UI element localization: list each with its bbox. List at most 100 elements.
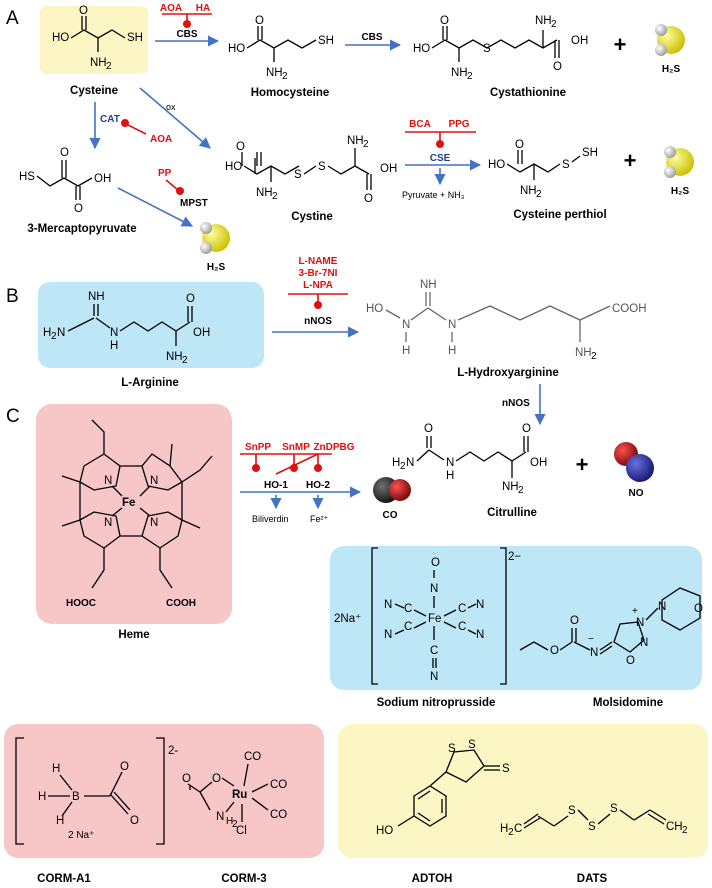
molsidomine-structure: O O N − N + N O N O [519,587,703,667]
svg-text:O: O [212,773,221,785]
heme-box [36,404,232,624]
svg-text:H: H [110,340,118,352]
cysteine-box [40,6,148,74]
svg-text:O: O [79,5,88,17]
svg-text:NH: NH [256,187,273,199]
svg-text:HO: HO [376,825,393,837]
pyruvate-label: Pyruvate + NH₃ [402,190,465,200]
svg-text:2: 2 [536,189,542,200]
svg-text:C: C [514,823,522,835]
svg-text:H: H [43,327,51,339]
two-sodium-label: 2Na⁺ [334,613,361,625]
svg-text:S: S [318,161,326,173]
svg-text:HO: HO [488,159,505,171]
svg-text:CH: CH [666,821,683,833]
svg-text:Cl: Cl [236,825,247,837]
svg-text:+: + [632,606,638,617]
h2s-donor-box [338,724,708,858]
svg-text:S: S [610,803,618,815]
svg-text:N: N [150,475,158,487]
svg-text:H: H [446,470,454,482]
svg-text:N: N [590,647,598,659]
svg-text:O: O [522,423,531,435]
svg-text:O: O [236,141,245,153]
molsidomine-label: Molsidomine [593,697,663,709]
svg-text:OH: OH [530,457,547,469]
svg-text:N: N [216,811,224,823]
svg-text:NH: NH [451,67,468,79]
svg-text:HO: HO [225,161,242,173]
svg-text:O: O [553,61,562,73]
svg-text:CO: CO [270,779,287,791]
svg-text:N: N [640,637,648,649]
adtoh-label: ADTOH [412,873,453,885]
homocysteine-label: Homocysteine [251,87,330,99]
svg-text:H: H [448,345,456,357]
panel-label-b: B [6,286,19,307]
svg-text:HO: HO [228,43,245,55]
svg-text:N: N [636,617,644,629]
nitroprusside-label: Sodium nitroprusside [377,697,496,709]
svg-text:2: 2 [363,139,369,150]
enzyme-cbs-1: CBS [176,29,197,40]
svg-text:2: 2 [591,351,597,362]
svg-text:N: N [406,457,414,469]
svg-text:N: N [430,671,438,683]
enzyme-cat: CAT [100,114,120,125]
inhibitor-lname: L-NAME [299,256,338,267]
svg-text:N: N [384,599,392,611]
inhibitor-3br7ni: 3-Br-7NI [299,268,338,279]
svg-text:2: 2 [551,19,557,30]
svg-text:2: 2 [518,485,524,496]
svg-text:SH: SH [582,147,598,159]
svg-text:NH: NH [90,57,107,69]
fe2-label: Fe²⁺ [310,514,329,524]
svg-text:S: S [448,743,456,755]
svg-text:S: S [562,159,570,171]
arrow-mercaptopyruvate-h2s [117,187,193,227]
svg-text:NH: NH [502,481,519,493]
svg-text:COOH: COOH [612,303,647,315]
h2s-label-3: H₂S [671,186,690,197]
svg-text:2: 2 [282,71,288,82]
inhibitor-snmp: SnMP [282,442,310,453]
inhibitor-snpp: SnPP [245,442,271,453]
svg-text:2: 2 [272,191,278,202]
svg-text:CO: CO [270,809,287,821]
larginine-box [38,282,264,368]
larginine-label: L-Arginine [121,377,179,389]
svg-text:C: C [458,603,466,615]
svg-text:O: O [74,203,83,215]
no-molecule [614,442,654,482]
svg-text:HO: HO [52,32,69,44]
corma1-structure: 2- H H H B O O 2 Na⁺ [15,737,178,845]
svg-text:O: O [431,557,440,569]
h2s-molecule-2 [200,222,230,254]
svg-text:N: N [476,629,484,641]
svg-text:C: C [404,603,412,615]
svg-text:OH: OH [380,163,397,175]
svg-text:OH: OH [94,173,111,185]
cysteine-label: Cysteine [70,85,118,97]
svg-text:NH: NH [88,291,105,303]
svg-text:O: O [120,761,129,773]
co-label: CO [383,510,398,521]
svg-text:B: B [72,791,80,803]
svg-text:H: H [402,345,410,357]
svg-text:NH: NH [520,185,537,197]
charge-label: 2− [508,551,521,563]
heme-label: Heme [118,629,149,641]
inhibitor-ppg: PPG [448,119,469,130]
cysteine-perthiol-label: Cysteine perthiol [513,209,606,221]
arrow-cysteine-cystine [139,87,211,149]
svg-text:CO: CO [244,751,261,763]
inhibitor-pp: PP [158,168,172,179]
donor-no-box [330,546,702,690]
svg-text:Fe: Fe [122,497,135,509]
inhibitor-aoa-2: AOA [150,134,172,145]
